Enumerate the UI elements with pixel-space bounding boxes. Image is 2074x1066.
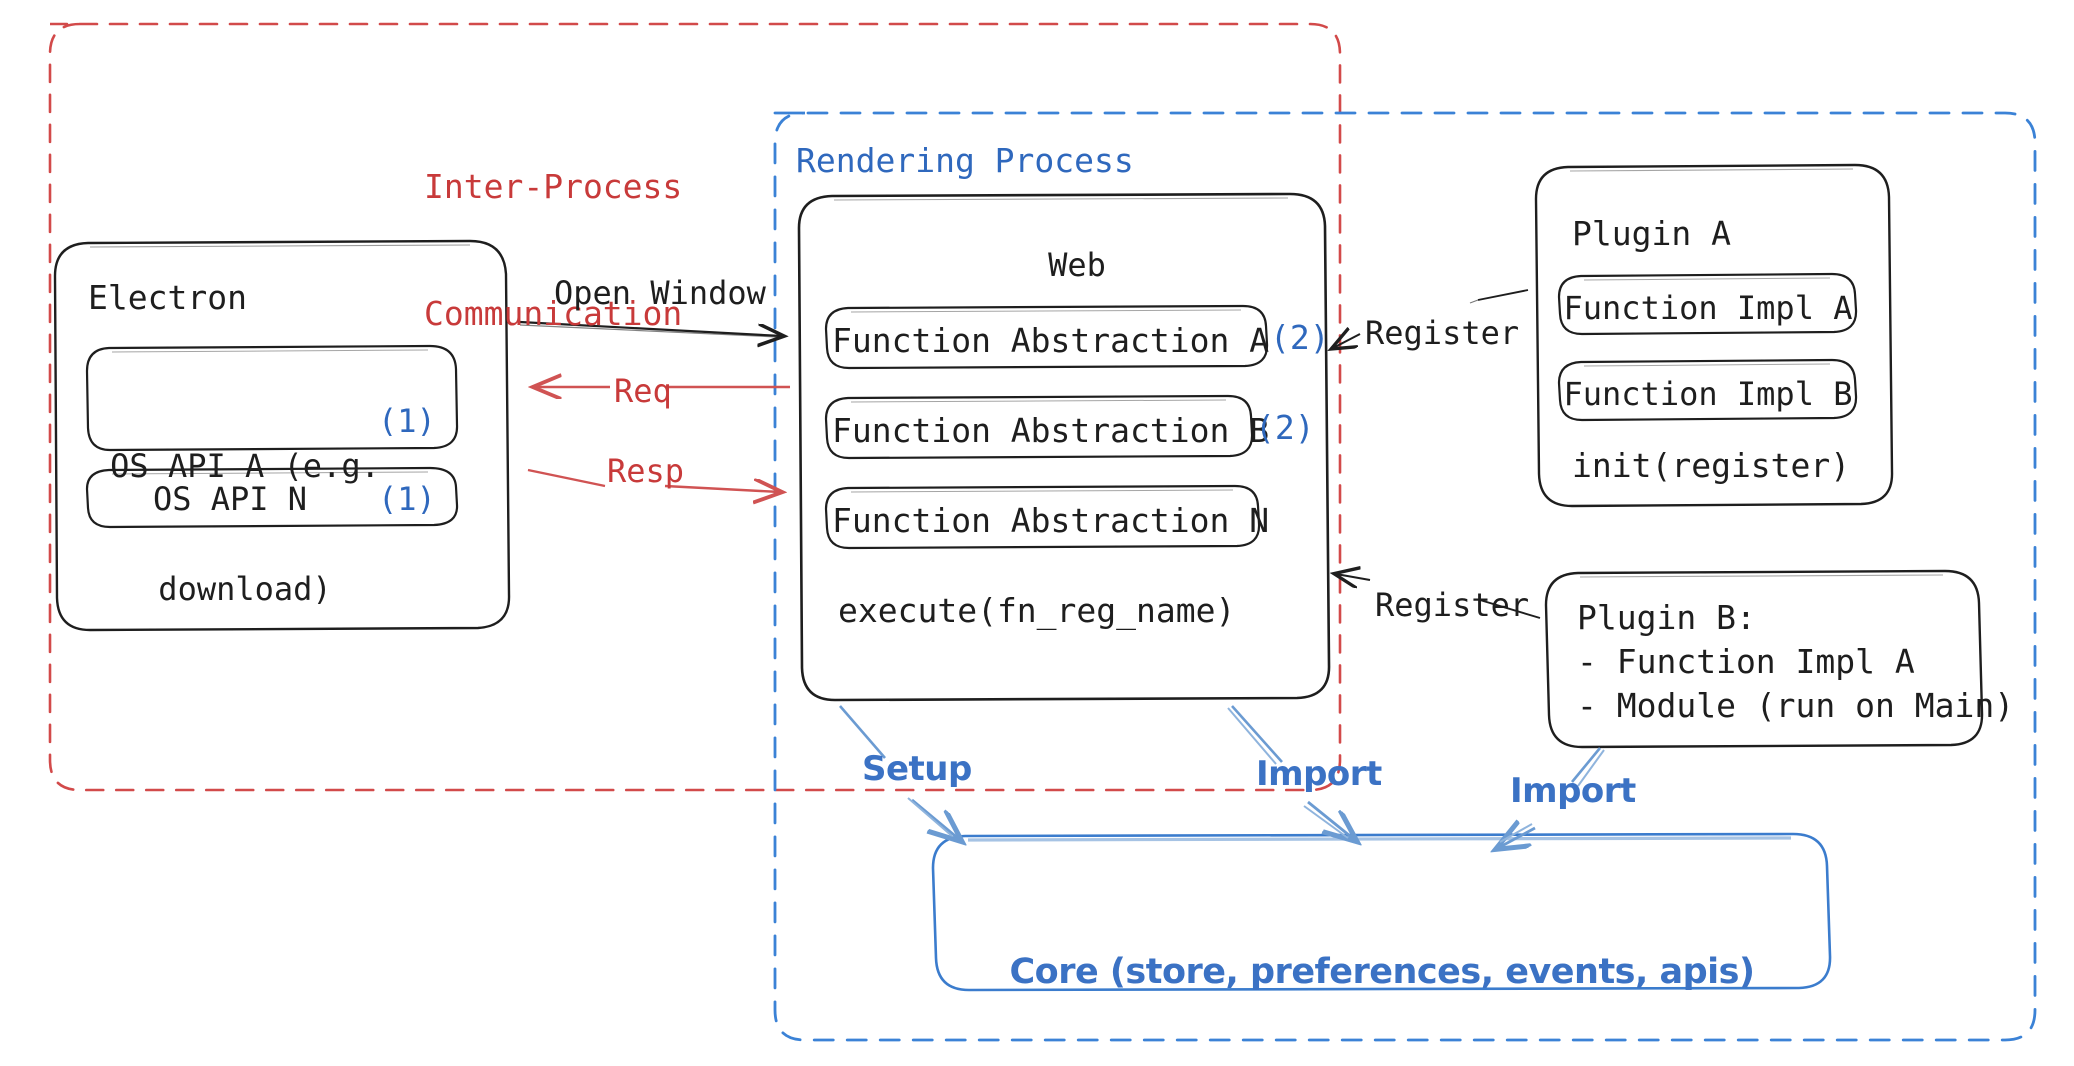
web-execute-label: execute(fn_reg_name) bbox=[838, 591, 1236, 630]
os-api-a-label-line2: download) bbox=[158, 569, 332, 608]
os-api-a-marker: (1) bbox=[378, 402, 436, 440]
rendering-process-label: Rendering Process bbox=[796, 141, 1134, 180]
core-line-1: Core (store, preferences, events, apis) bbox=[1009, 951, 1755, 992]
plugin-b-line-1: - Function Impl A bbox=[1577, 642, 1915, 681]
os-api-a-label: OS API A (e.g. download) bbox=[95, 364, 395, 692]
os-api-n-label: OS API N bbox=[152, 480, 308, 518]
plugin-b-title: Plugin B: bbox=[1577, 598, 1756, 637]
plugin-a-title: Plugin A bbox=[1572, 214, 1731, 253]
plugin-b-line-2: - Module (run on Main) bbox=[1577, 686, 2015, 725]
function-abstraction-b-marker: (2) bbox=[1255, 408, 1315, 447]
import-right-arrow-label: Import bbox=[1510, 771, 1636, 811]
register-top-arrow-label: Register bbox=[1365, 314, 1520, 352]
function-abstraction-a-label: Function Abstraction A bbox=[832, 321, 1270, 360]
function-impl-b-label: Function Impl B bbox=[1563, 375, 1853, 413]
function-abstraction-b-label: Function Abstraction B bbox=[832, 411, 1270, 450]
register-bottom-arrow-label: Register bbox=[1375, 586, 1530, 624]
ipc-region-label-line1: Inter-Process bbox=[424, 167, 683, 207]
function-abstraction-n-label: Function Abstraction N bbox=[832, 501, 1270, 540]
req-arrow-label: Req bbox=[614, 372, 672, 410]
ipc-region-label-line2: Communication bbox=[424, 294, 683, 334]
os-api-a-label-line1: OS API A (e.g. bbox=[110, 446, 380, 485]
ipc-region-label: Inter-Process Communication bbox=[424, 82, 682, 420]
plugin-a-init-label: init(register) bbox=[1572, 446, 1851, 485]
os-api-n-marker: (1) bbox=[378, 480, 436, 518]
function-abstraction-a-marker: (2) bbox=[1270, 318, 1330, 357]
function-impl-a-label: Function Impl A bbox=[1563, 289, 1853, 327]
core-box-text: Core (store, preferences, events, apis) … bbox=[933, 860, 1831, 1066]
electron-title: Electron bbox=[88, 278, 247, 317]
web-title: Web bbox=[1048, 246, 1106, 284]
import-left-arrow-label: Import bbox=[1256, 754, 1382, 794]
setup-arrow-label: Setup bbox=[862, 749, 972, 789]
open-window-arrow-label: Open Window bbox=[554, 274, 766, 312]
resp-arrow-label: Resp bbox=[607, 452, 685, 490]
